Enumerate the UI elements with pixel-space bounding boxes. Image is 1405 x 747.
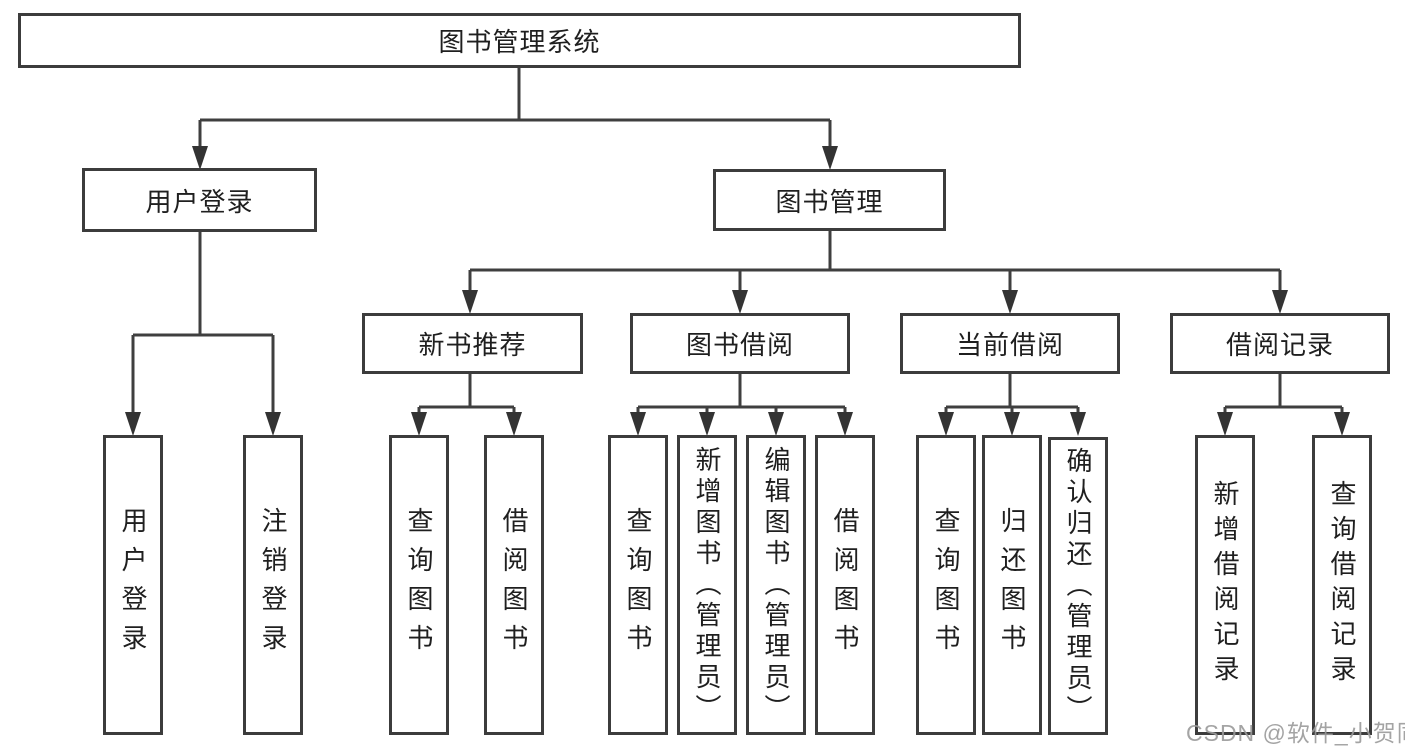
- node-book-borrow-label: 图书借阅: [685, 330, 794, 360]
- leaf-borrow-books-recommend: 借阅图书: [484, 435, 544, 735]
- leaf-return-books: 归还图书: [982, 435, 1042, 735]
- node-book-management-label: 图书管理: [775, 186, 884, 217]
- leaf-edit-books-admin: 编辑图书（管理员）: [746, 435, 806, 735]
- node-user-login-label: 用户登录: [145, 186, 254, 217]
- leaf-add-borrow-record: 新增借阅记录: [1195, 435, 1255, 735]
- leaf-confirm-return-admin: 确认归还（管理员）: [1048, 437, 1108, 735]
- node-root-system: 图书管理系统: [18, 13, 1021, 68]
- leaf-query-books-current: 查询图书: [916, 435, 976, 735]
- node-book-borrow: 图书借阅: [630, 313, 850, 374]
- node-current-borrow-label: 当前借阅: [955, 330, 1064, 360]
- node-current-borrow: 当前借阅: [900, 313, 1120, 374]
- leaf-logout: 注销登录: [243, 435, 303, 735]
- leaf-borrow-books: 借阅图书: [815, 435, 875, 735]
- leaf-query-books-recommend: 查询图书: [389, 435, 449, 735]
- arrowhead-icons: [125, 146, 1350, 436]
- node-borrow-records: 借阅记录: [1170, 313, 1390, 374]
- node-root-label: 图书管理系统: [438, 27, 601, 57]
- node-new-book-recommend-label: 新书推荐: [418, 330, 527, 360]
- node-book-management: 图书管理: [713, 169, 946, 231]
- node-borrow-records-label: 借阅记录: [1225, 330, 1334, 360]
- node-new-book-recommend: 新书推荐: [362, 313, 583, 374]
- leaf-add-books-admin: 新增图书（管理员）: [677, 435, 737, 735]
- leaf-query-books-borrow: 查询图书: [608, 435, 668, 735]
- csdn-watermark: CSDN @软件_小贺同学: [1186, 720, 1405, 746]
- leaf-user-login: 用户登录: [103, 435, 163, 735]
- leaf-query-borrow-record: 查询借阅记录: [1312, 435, 1372, 735]
- node-user-login: 用户登录: [82, 168, 317, 232]
